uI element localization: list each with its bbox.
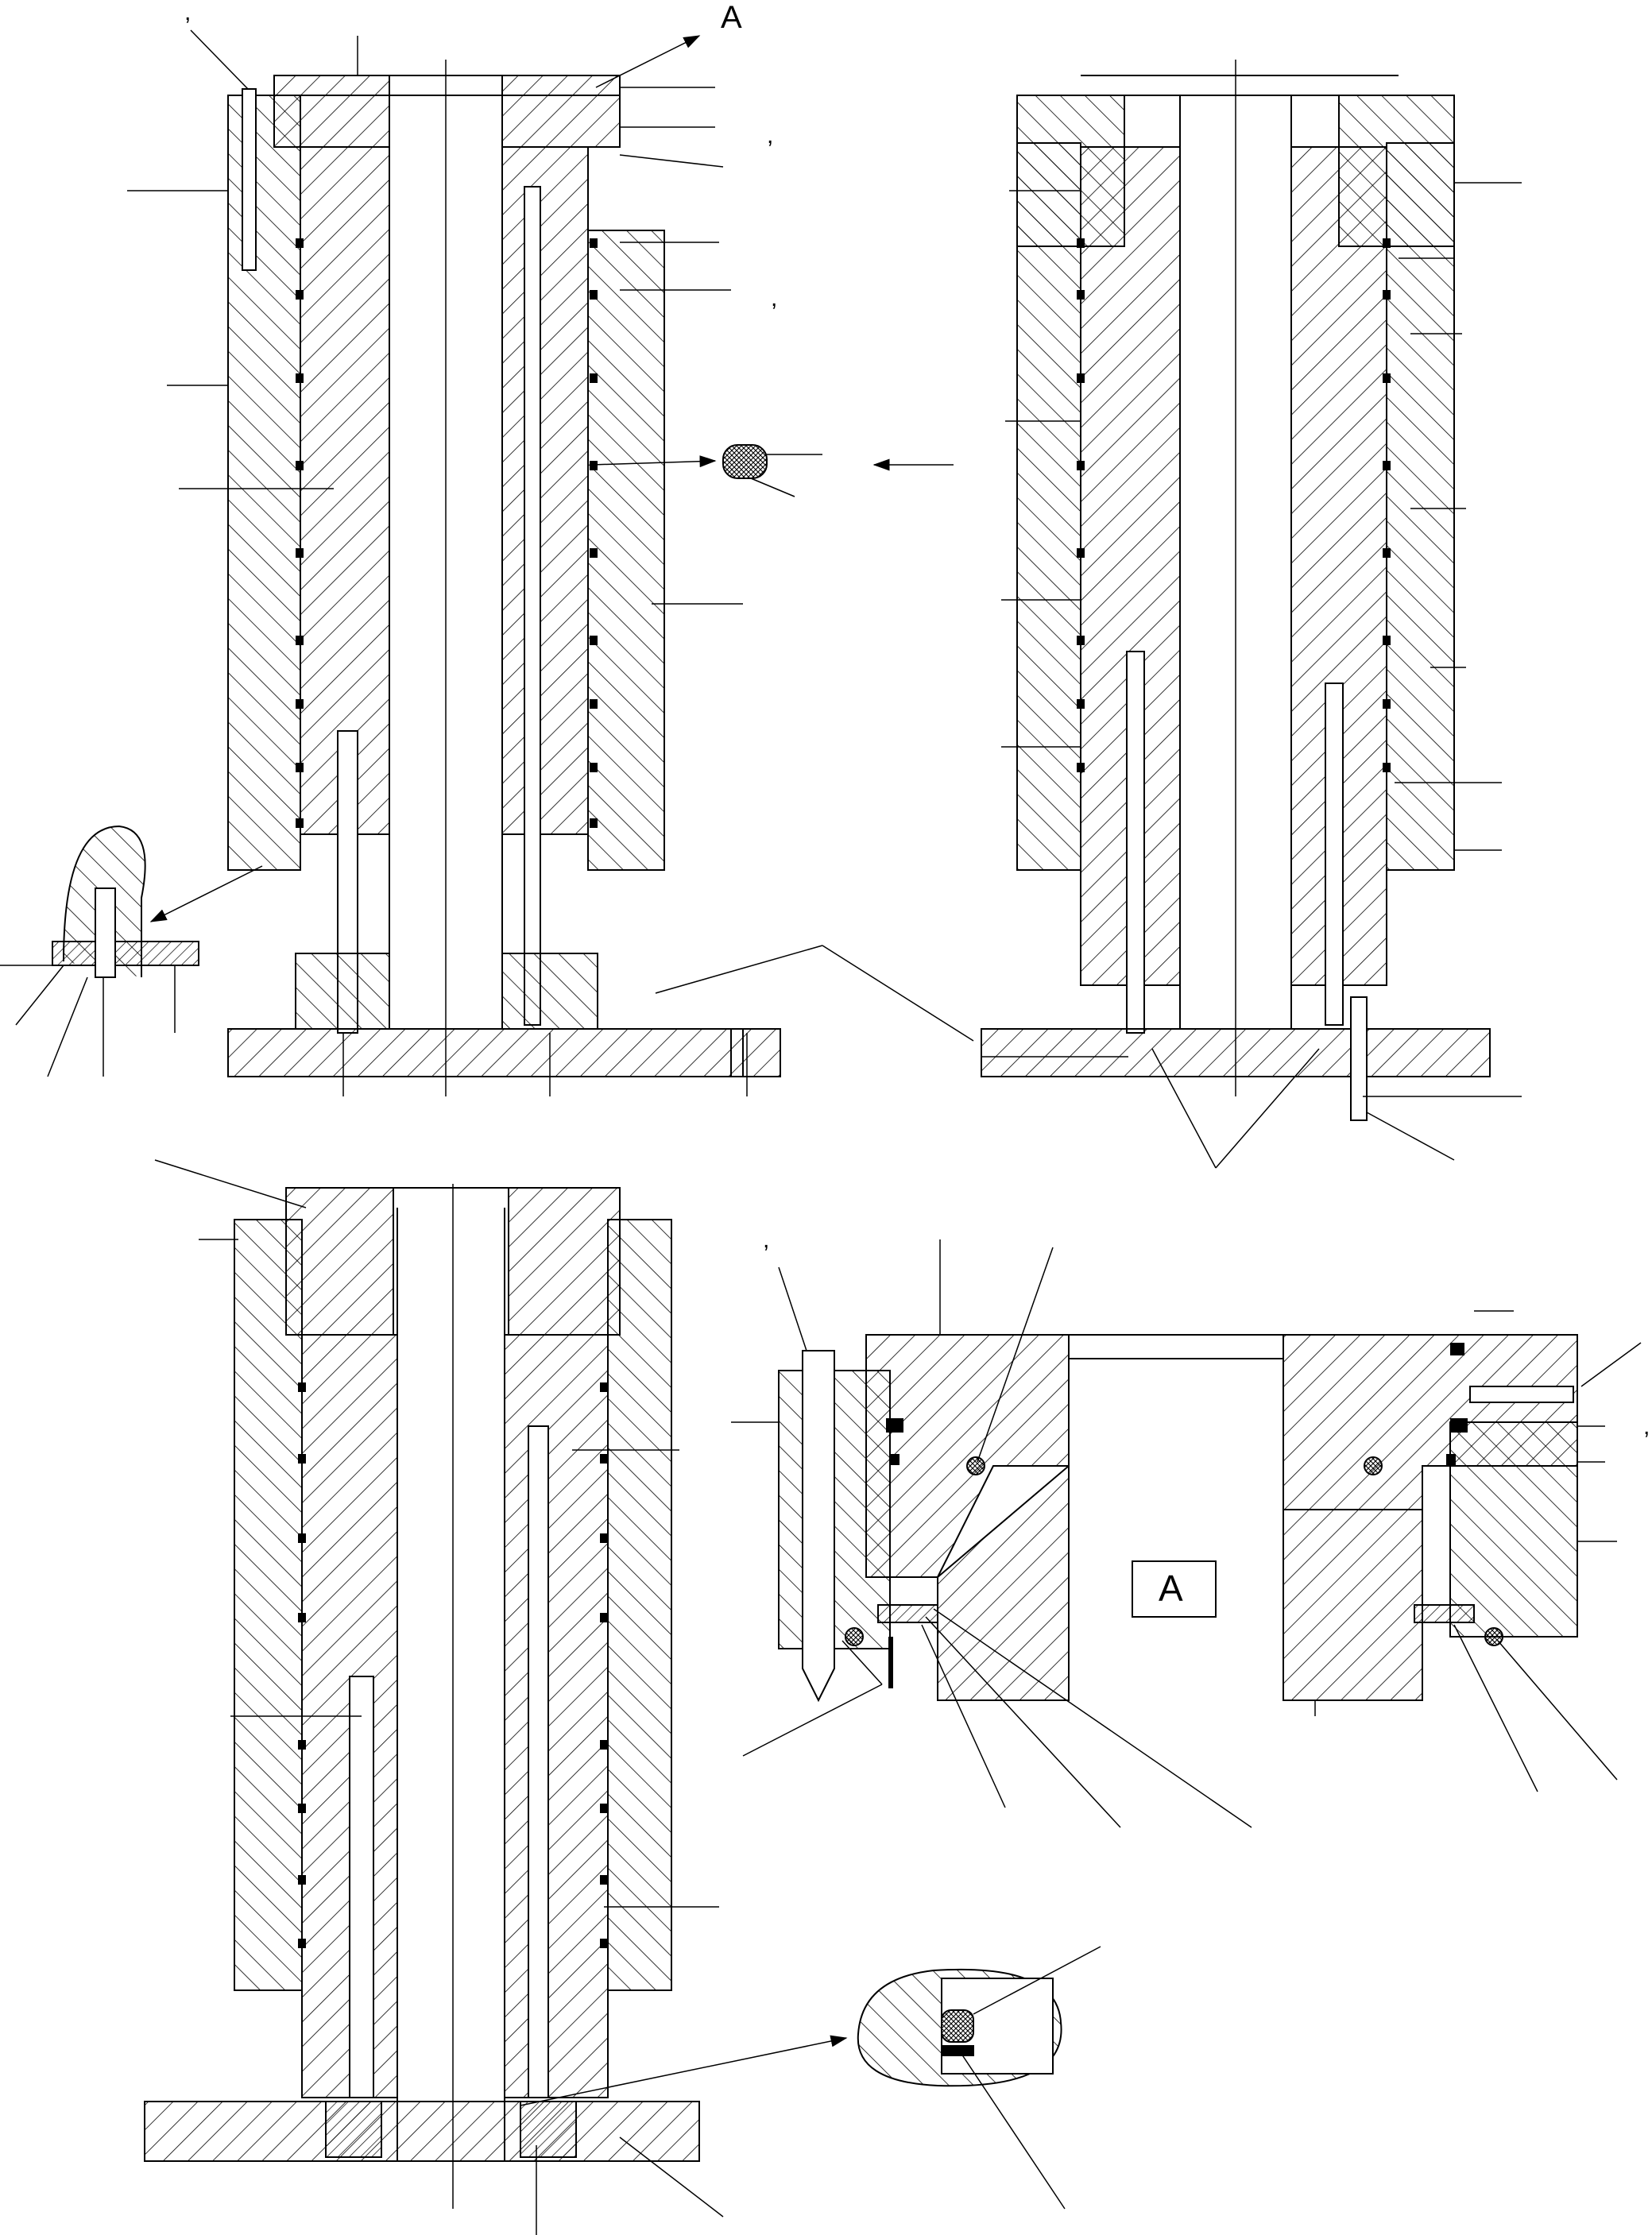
drain-bolt [1350,996,1368,1121]
seals-detail-a [886,1343,1468,1688]
bore-walls [1068,1359,1284,1700]
section-detail-a [731,1239,1642,1828]
oil-channel-left [349,1676,374,2098]
seal-rings-right [1383,238,1391,772]
comma-mark: , [184,0,191,25]
outer-barrel-left-wall [227,95,301,871]
bore-opening [973,1334,1371,1359]
gland-nut-right [501,75,621,148]
oring-bottom-left [845,1627,864,1646]
oring-detail-bubble [857,1946,1101,2210]
housing-right [1449,1421,1578,1638]
gland-nut-right [508,1187,621,1336]
base-slot [730,1029,744,1077]
outer-barrel-right-wall [587,230,665,871]
base-hub-right [501,953,598,1030]
comma-mark: , [771,285,777,311]
seal-rings-right [590,238,598,828]
comma-mark: , [1643,1413,1650,1440]
outer-barrel-left-wall [1016,142,1081,871]
wiper-right [1414,1604,1475,1623]
seal-rings-left [296,238,304,828]
base-plug-left [325,2101,382,2158]
leader-lines-view3 [154,1159,848,2235]
rod-right-section [1283,1509,1423,1701]
leader-lines-view2 [981,182,1522,1169]
oil-channel-right [1325,682,1344,1026]
inner-rod-right [504,1334,609,2098]
top-cap [274,75,620,96]
seal-detail-callout [722,444,954,497]
gland-nut [285,1187,394,1336]
oring-left [966,1456,985,1475]
seal-rings-left [298,1382,306,1948]
callout-label-a-top: A [721,0,742,35]
section-box-label: A [1159,1568,1183,1609]
bore [389,95,503,1029]
base-flange [981,1028,1491,1077]
detail-bolt-bubble [0,825,199,1077]
base-plug-right [520,2101,577,2158]
oil-channel-right [524,186,541,1026]
outer-barrel-right-wall [1386,142,1455,871]
cap-bolt [802,1350,835,1703]
wiper-left [877,1604,938,1623]
inner-rod-right [501,146,589,835]
base-flange [144,2101,700,2162]
grease-nipple [1469,1386,1574,1403]
oil-channel-left [1126,651,1145,1034]
base-hub-left [295,953,390,1030]
seal-rings-right [600,1382,608,1948]
bore [397,1208,505,2161]
comma-mark: , [763,1227,769,1253]
leader-lines-detail-a [731,1239,1642,1828]
cylinder-view-bottom-left [144,1159,848,2235]
leader-lines-view1 [127,29,974,1096]
comma-mark: , [767,122,773,149]
gland-nut [273,75,390,148]
oil-channel-right [528,1425,549,2098]
cylinder-view-top-right [981,60,1522,1169]
cylinder-view-top-left [127,29,974,1096]
oring-right [1364,1456,1383,1475]
bore [1179,95,1292,1029]
base-flange [227,1028,781,1077]
cap-bolt [242,88,257,271]
seal-rings-left [1077,238,1085,772]
section-box-frame [1132,1560,1217,1618]
